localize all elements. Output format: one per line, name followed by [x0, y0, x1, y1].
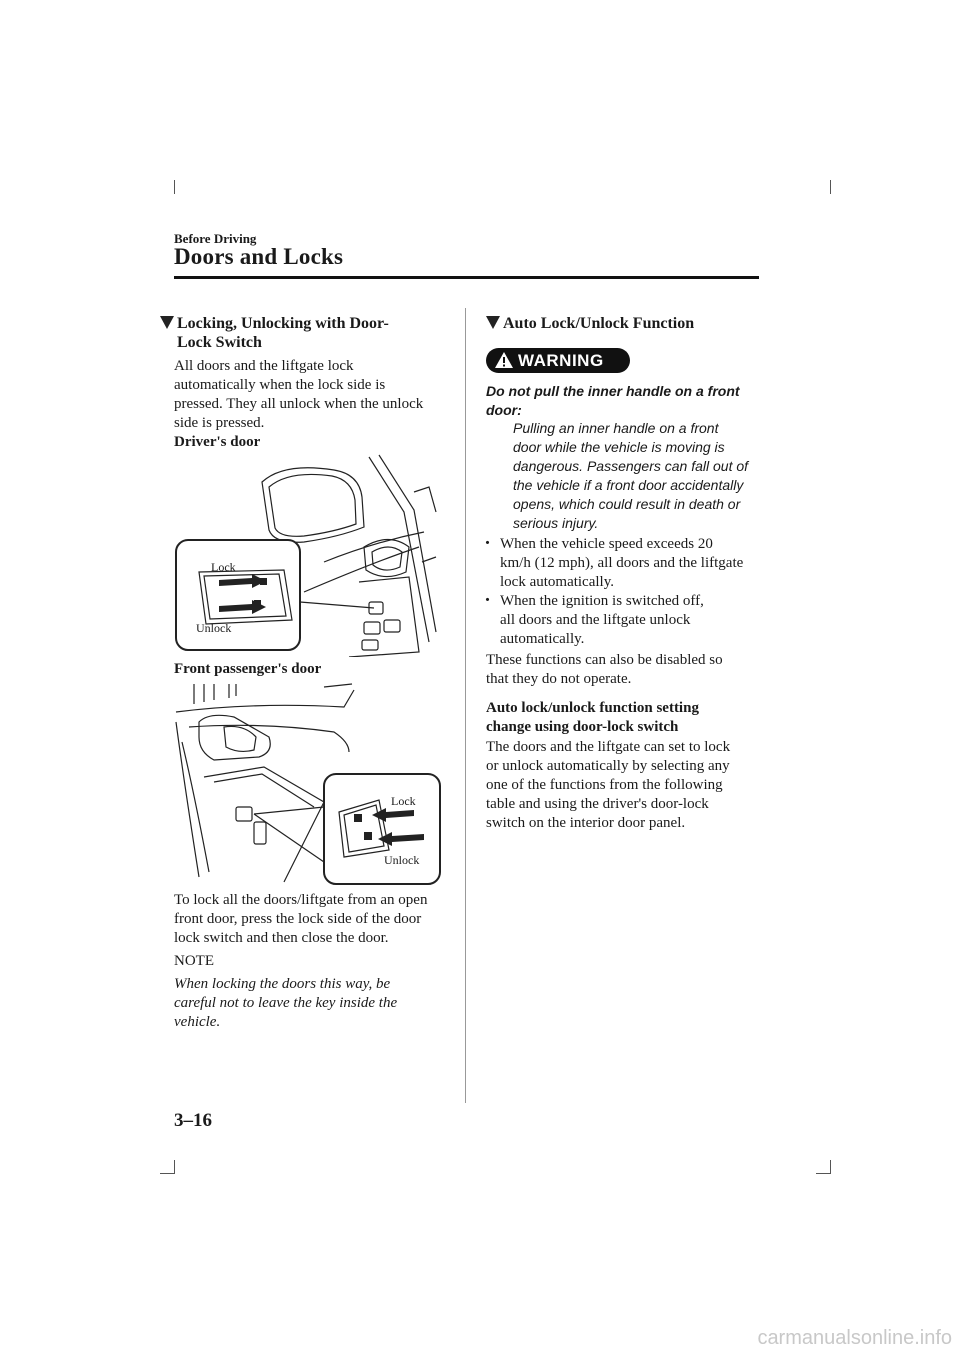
crop-mark	[830, 180, 831, 194]
left-heading: Locking, Unlocking with Door- Lock Switc…	[160, 314, 389, 352]
intro-paragraph: All doors and the liftgate lock automati…	[174, 358, 424, 431]
crop-mark	[174, 1160, 175, 1174]
header-rule	[174, 276, 759, 279]
watermark: carmanualsonline.info	[757, 1327, 952, 1349]
passenger-door-illustration	[175, 683, 441, 885]
right-heading: Auto Lock/Unlock Function	[486, 314, 694, 333]
section-title: Before Driving	[174, 231, 257, 246]
warning-title: Do not pull the inner handle on a front …	[486, 383, 740, 418]
setting-paragraph: The doors and the liftgate can set to lo…	[486, 739, 731, 831]
triangle-icon	[486, 316, 500, 329]
passenger-door-figure: Lock Unlock	[174, 682, 444, 887]
triangle-icon	[160, 316, 174, 329]
fig2-unlock-label: Unlock	[384, 853, 420, 867]
crop-mark	[174, 180, 175, 194]
warning-label: WARNING	[518, 351, 604, 370]
column-divider	[465, 308, 466, 1103]
drivers-door-figure: Lock Unlock	[174, 452, 444, 658]
drivers-door-label: Driver's door	[174, 434, 261, 450]
setting-subheading: Auto lock/unlock function setting change…	[486, 700, 699, 735]
note-title: NOTE	[174, 953, 214, 969]
warning-icon	[495, 352, 513, 368]
chapter-title: Doors and Locks	[174, 244, 344, 269]
crop-mark	[816, 1173, 830, 1174]
bullet-speed: When the vehicle speed exceeds 20 km/h (…	[480, 535, 766, 592]
lock-from-open-door-paragraph: To lock all the doors/liftgate from an o…	[174, 892, 428, 946]
note-text: When locking the doors this way, be care…	[174, 976, 398, 1030]
page-number: 3–16	[174, 1110, 212, 1131]
drivers-door-illustration	[175, 454, 437, 658]
fig2-lock-label: Lock	[391, 794, 416, 808]
bullet-ignition: When the ignition is switched off, all d…	[480, 592, 766, 649]
warning-body: Pulling an inner handle on a front door …	[513, 420, 749, 531]
warning-badge: WARNING	[486, 348, 630, 373]
auto-lock-bullets: When the vehicle speed exceeds 20 km/h (…	[480, 535, 766, 649]
crop-mark	[830, 1160, 831, 1174]
disable-paragraph: These functions can also be disabled so …	[486, 652, 723, 687]
fig1-lock-label: Lock	[211, 560, 236, 574]
fig1-unlock-label: Unlock	[196, 621, 232, 635]
crop-mark	[160, 1173, 174, 1174]
passenger-door-label: Front passenger's door	[174, 661, 322, 677]
